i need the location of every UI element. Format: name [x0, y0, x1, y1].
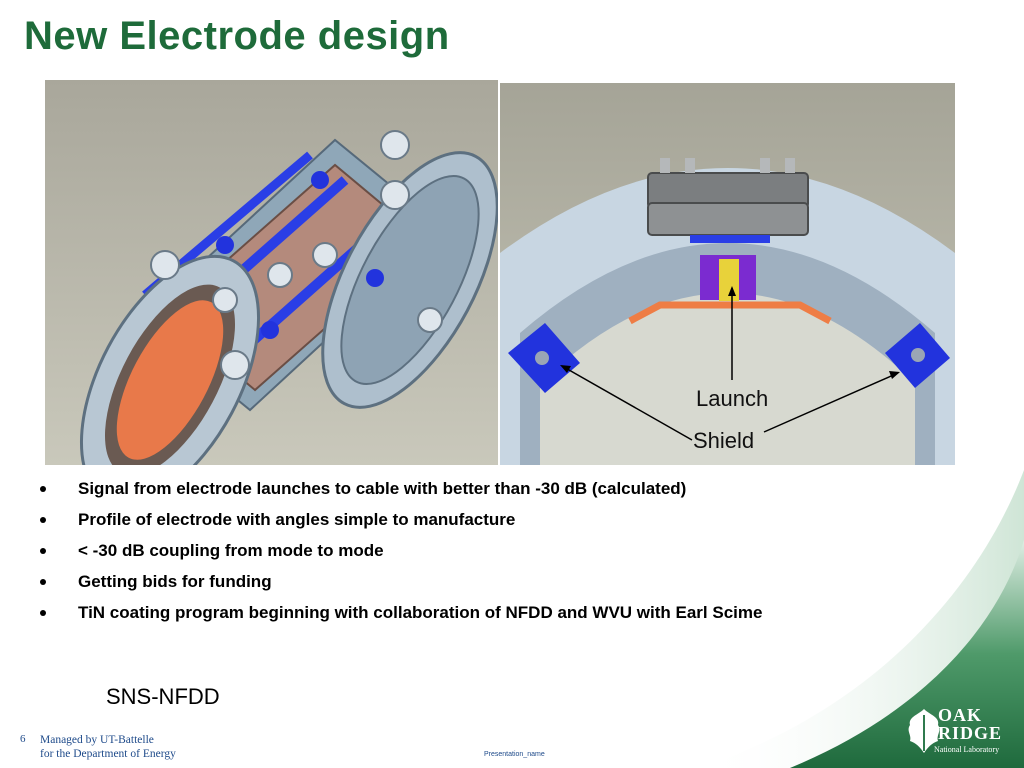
launch-label: Launch [696, 386, 769, 411]
bullet-item: Getting bids for funding [38, 571, 762, 602]
bullet-icon [40, 486, 46, 492]
bullet-icon [40, 579, 46, 585]
footer-managed-by: Managed by UT-Battelle for the Departmen… [40, 733, 176, 761]
bullet-item: Profile of electrode with angles simple … [38, 509, 762, 540]
footer-note: SNS-NFDD [106, 684, 220, 709]
bullet-icon [40, 517, 46, 523]
bullet-icon [40, 548, 46, 554]
bullet-item: TiN coating program beginning with colla… [38, 602, 762, 633]
launch-shield-closeup-image [500, 83, 955, 465]
slide-title: New Electrode design [24, 14, 450, 58]
logo-oak: OAK [938, 705, 983, 725]
bullet-item: < -30 dB coupling from mode to mode [38, 540, 762, 571]
footer-line2: for the Department of Energy [40, 748, 176, 760]
electrode-assembly-image [45, 80, 498, 465]
logo-ridge: RIDGE [938, 723, 1003, 743]
bullet-icon [40, 610, 46, 616]
page-number: 6 [20, 733, 26, 745]
logo-national-laboratory: National Laboratory [934, 745, 1000, 754]
shield-label: Shield [693, 428, 755, 453]
bullet-item: Signal from electrode launches to cable … [38, 478, 762, 509]
presentation-name: Presentation_name [484, 751, 545, 758]
footer-line1: Managed by UT-Battelle [40, 734, 154, 746]
oak-leaf-icon [908, 709, 940, 753]
oak-ridge-logo: OAK RIDGE National Laboratory [904, 705, 1016, 763]
bullet-list: Signal from electrode launches to cable … [38, 478, 762, 633]
